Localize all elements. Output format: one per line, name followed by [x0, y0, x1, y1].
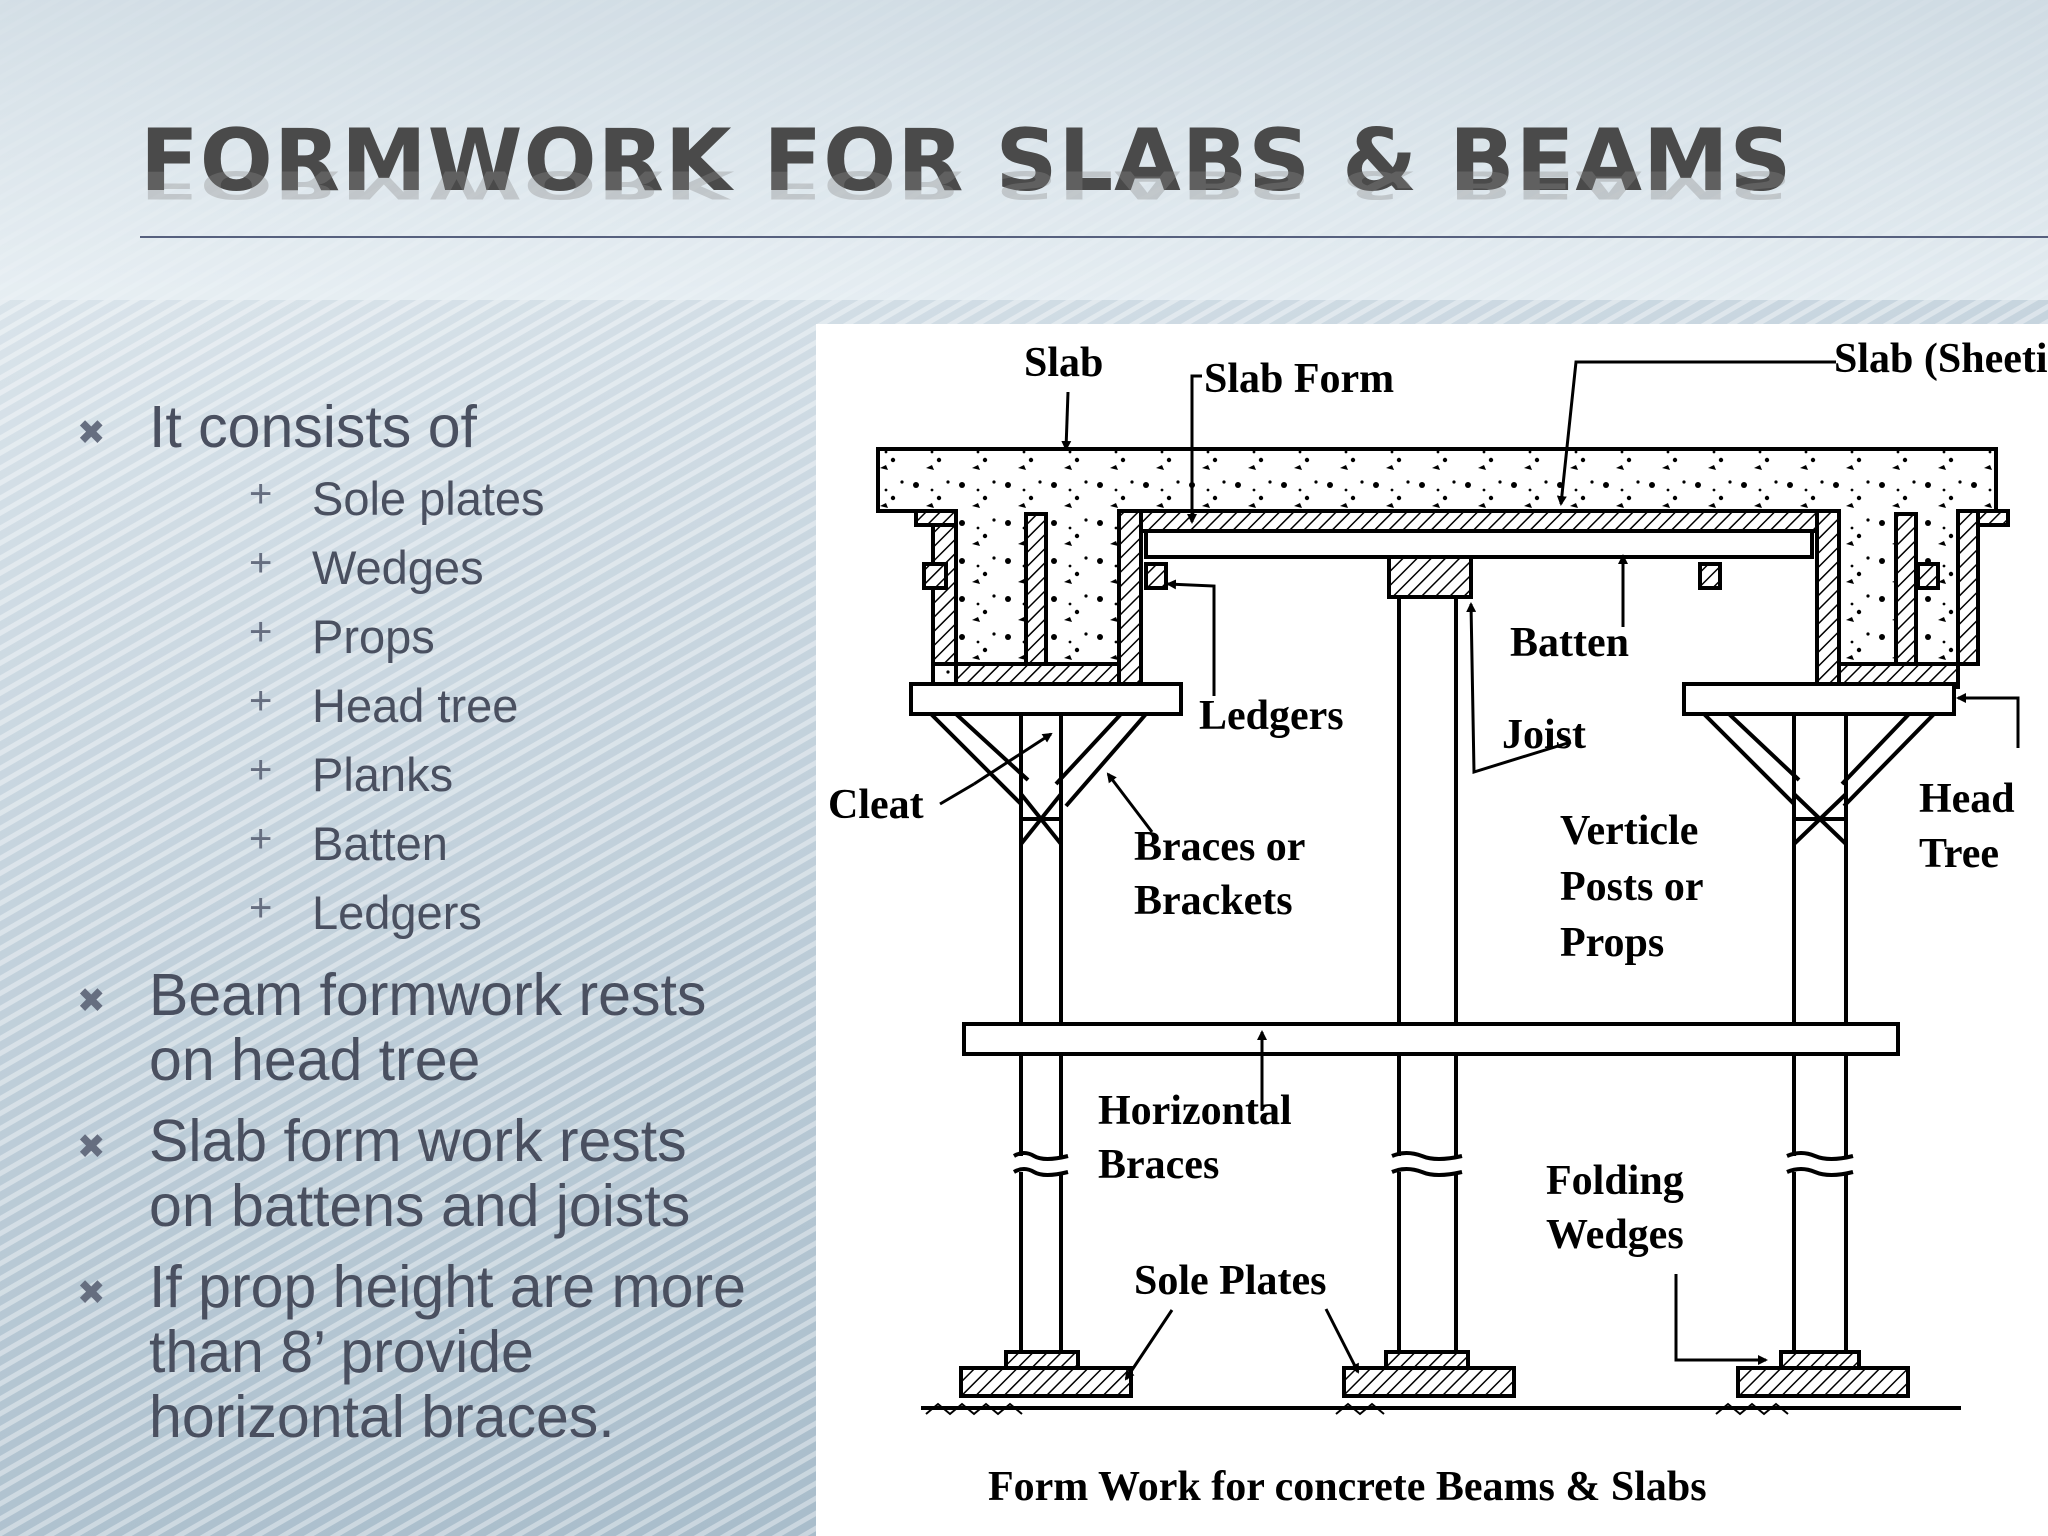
sub-bullet-text: Ledgers [312, 886, 482, 939]
label-wedges: Wedges [1546, 1212, 1684, 1258]
bullet-line: horizontal braces. [149, 1384, 615, 1450]
figure-caption: Form Work for concrete Beams & Slabs [988, 1464, 1707, 1510]
bullet-item: ✖ Slab form work rests on battens and jo… [75, 1109, 835, 1239]
label-slab-sheeting: Slab (Sheeting) [1834, 336, 2048, 382]
bullet-line: than 8’ provide [149, 1319, 534, 1385]
head-tree-right [1682, 682, 1956, 716]
formwork-diagram-panel: Slab Slab Form Slab (Sheeting) Batten Le… [816, 324, 2048, 1536]
label-posts-or: Posts or [1560, 864, 1703, 910]
x-mark-icon: ✖ [77, 1128, 106, 1166]
bullet-line: If prop height are more [149, 1254, 746, 1320]
sub-bullet-item: + Batten [149, 809, 835, 878]
plus-icon: + [249, 610, 273, 654]
bullet-text: It consists of [149, 394, 477, 460]
sub-bullet-item: + Head tree [149, 671, 835, 740]
sole-plate-left [959, 1366, 1133, 1398]
bullet-item: ✖ If prop height are more than 8’ provid… [75, 1255, 835, 1450]
sub-bullet-item: + Ledgers [149, 878, 835, 947]
plus-icon: + [249, 886, 273, 930]
prop-middle [1397, 597, 1458, 1352]
label-braces-or: Braces or [1134, 824, 1305, 870]
plus-icon: + [249, 748, 273, 792]
sub-bullet-item: + Planks [149, 740, 835, 809]
label-sole-plates: Sole Plates [1134, 1258, 1326, 1304]
sub-bullet-text: Sole plates [312, 472, 545, 525]
slide-title: FORMWORK FOR SLABS & BEAMS [140, 111, 1793, 211]
sub-bullet-text: Props [312, 610, 435, 663]
label-verticle: Verticle [1560, 808, 1698, 854]
x-mark-icon: ✖ [77, 414, 106, 452]
sole-plate-middle [1342, 1366, 1516, 1398]
title-reflection: FORMWORK FOR SLABS & BEAMS [140, 162, 1793, 208]
label-props: Props [1560, 920, 1664, 966]
label-slab-form: Slab Form [1204, 356, 1394, 402]
slab-sheeting [1139, 509, 1819, 533]
sub-bullet-item: + Wedges [149, 533, 835, 602]
joist [1387, 555, 1473, 599]
formwork-diagram: Slab Slab Form Slab (Sheeting) Batten Le… [828, 336, 2048, 1510]
head-tree-left [909, 682, 1183, 716]
horizontal-brace [962, 1022, 1900, 1056]
label-joist: Joist [1502, 712, 1586, 758]
label-ledgers: Ledgers [1199, 693, 1344, 739]
bullet-line: Slab form work rests [149, 1108, 687, 1174]
bullet-list: ✖ It consists of + Sole plates + Wedges + P… [75, 395, 835, 1466]
label-head: Head [1919, 776, 2015, 822]
bullet-item: ✖ Beam formwork rests on head tree [75, 963, 835, 1093]
plus-icon: + [249, 817, 273, 861]
bullet-line: on head tree [149, 1027, 481, 1093]
batten [1144, 529, 1814, 559]
plus-icon: + [249, 472, 273, 516]
sub-bullet-text: Head tree [312, 679, 519, 732]
plus-icon: + [249, 679, 273, 723]
label-folding: Folding [1546, 1158, 1684, 1204]
sub-bullet-item: + Sole plates [149, 464, 835, 533]
label-cleat: Cleat [828, 782, 924, 828]
sub-bullet-text: Planks [312, 748, 454, 801]
bullet-item: ✖ It consists of + Sole plates + Wedges + P… [75, 395, 835, 947]
label-slab: Slab [1024, 340, 1103, 386]
sub-bullet-text: Batten [312, 817, 448, 870]
label-horizontal: Horizontal [1098, 1088, 1292, 1134]
sub-bullet-text: Wedges [312, 541, 484, 594]
label-tree: Tree [1919, 831, 1999, 877]
prop-right [1792, 714, 1848, 1352]
label-batten: Batten [1510, 620, 1629, 666]
plus-icon: + [249, 541, 273, 585]
label-braces: Braces [1098, 1142, 1219, 1188]
sole-plate-right [1736, 1366, 1910, 1398]
sub-bullet-item: + Props [149, 602, 835, 671]
sub-bullet-list: + Sole plates + Wedges + Props + Head tree +… [149, 464, 835, 947]
x-mark-icon: ✖ [77, 982, 106, 1020]
label-brackets: Brackets [1134, 878, 1293, 924]
bullet-line: Beam formwork rests [149, 962, 707, 1028]
prop-left [1019, 714, 1063, 1352]
title-underline [140, 236, 2048, 238]
bullet-line: on battens and joists [149, 1173, 691, 1239]
x-mark-icon: ✖ [77, 1274, 106, 1312]
